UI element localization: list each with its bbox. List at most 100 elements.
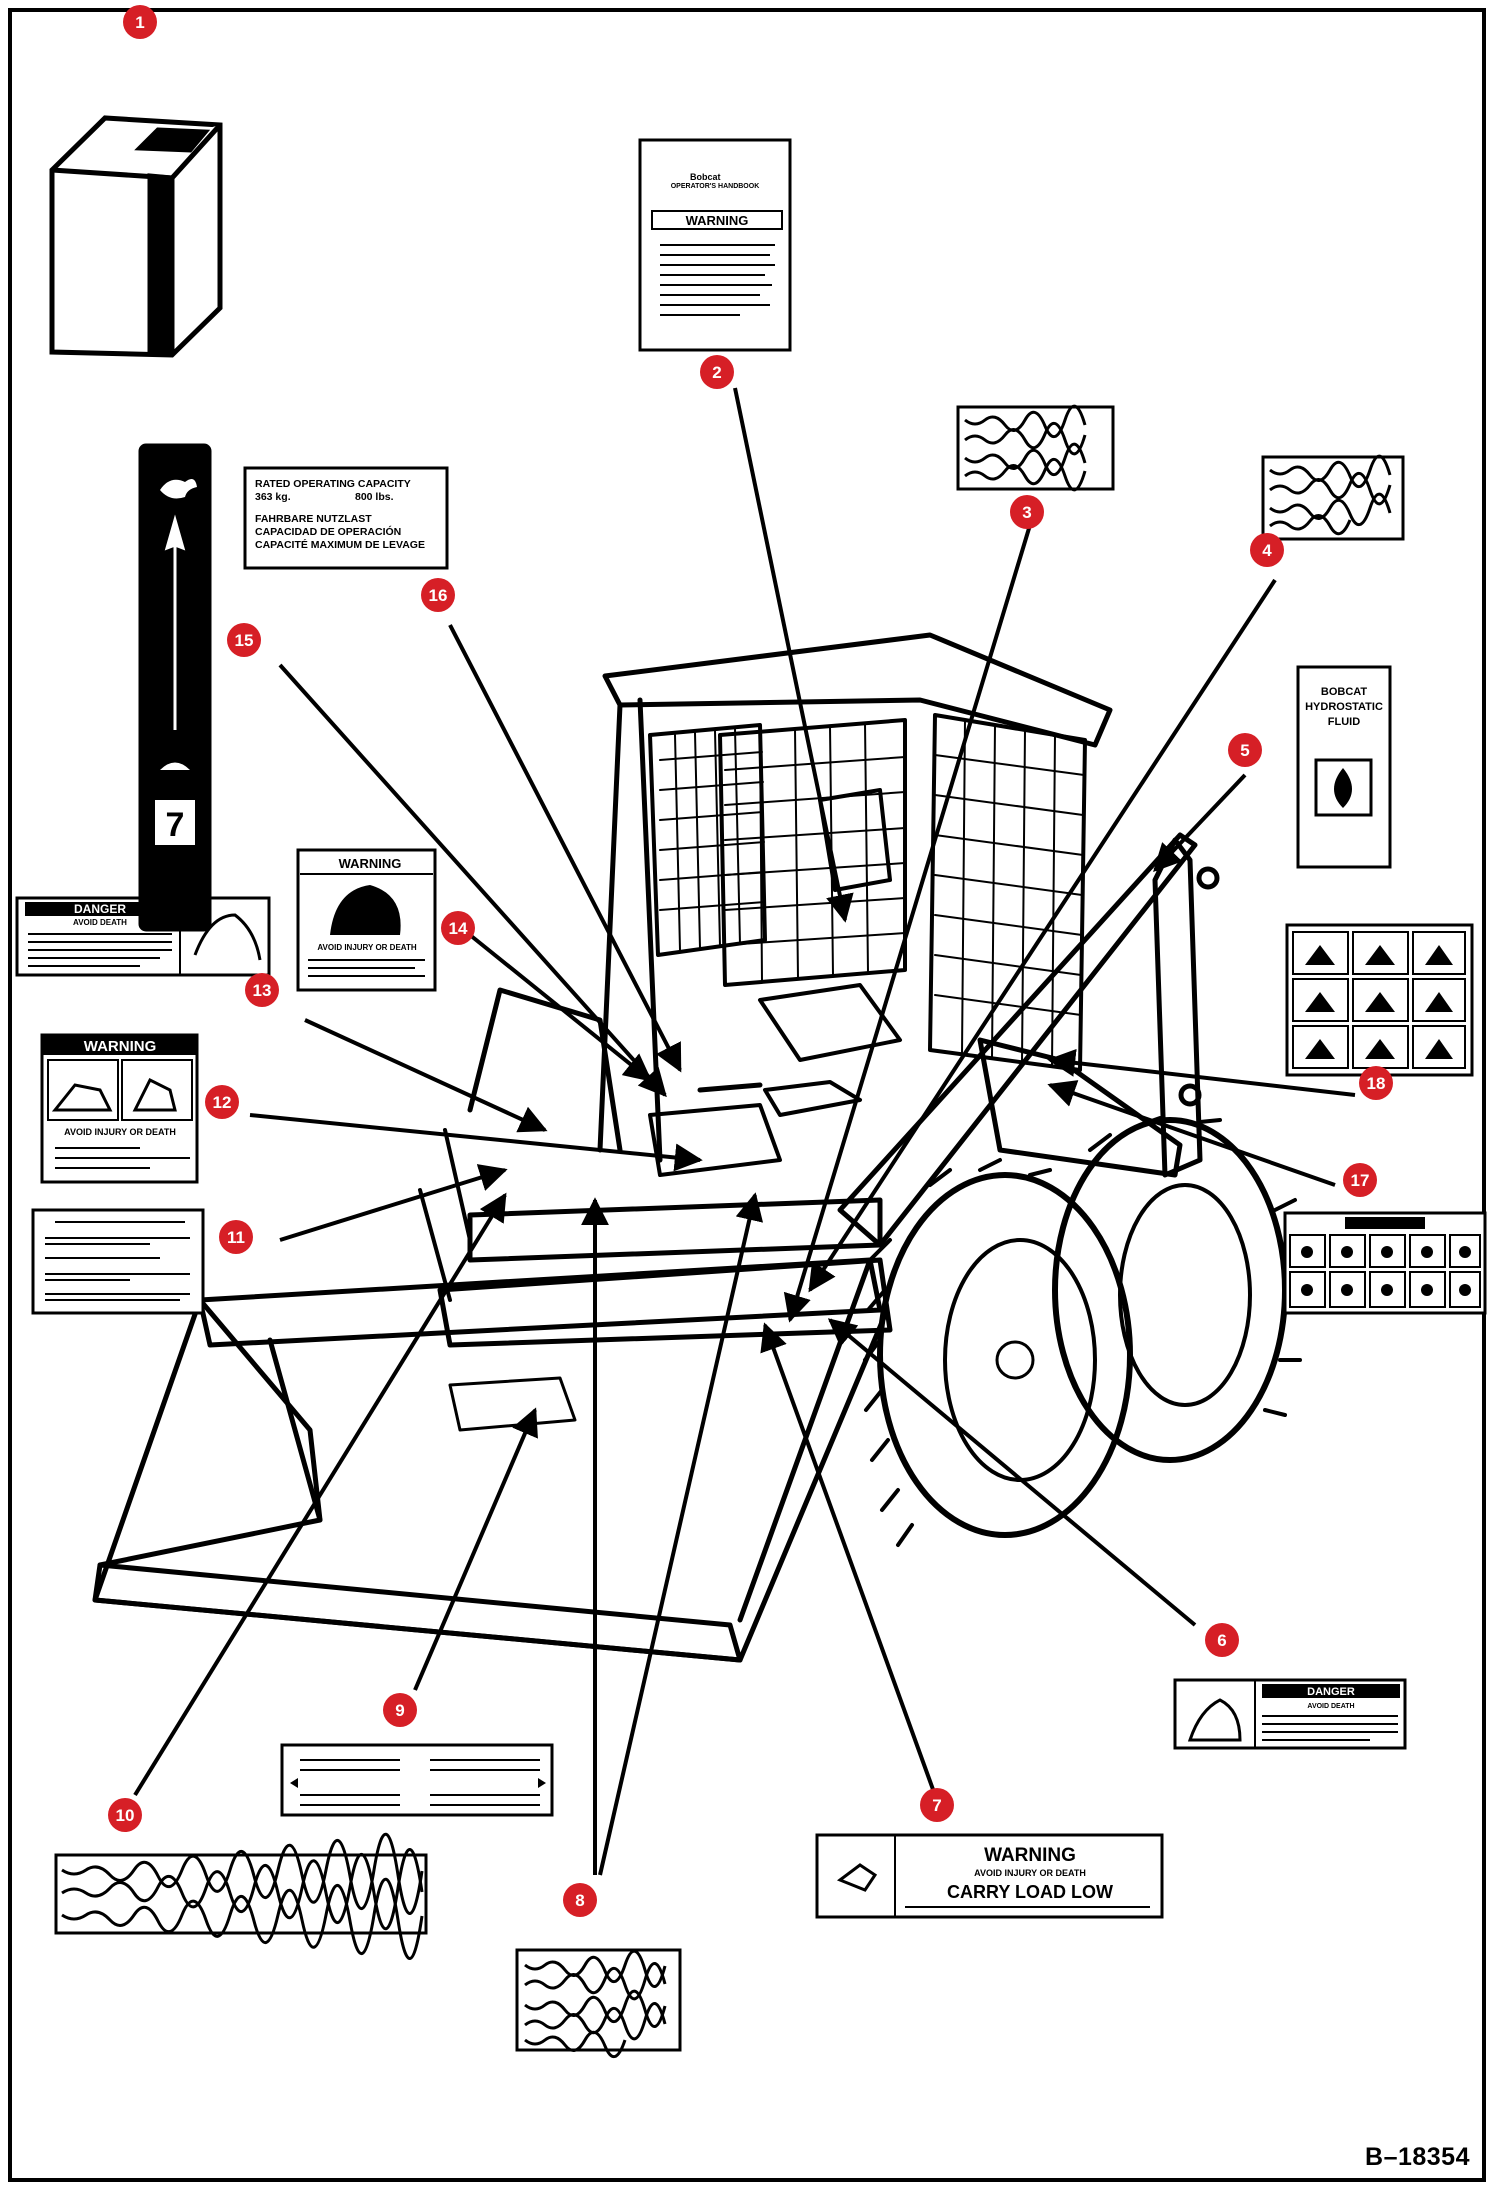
callout-number: 18 bbox=[1367, 1074, 1386, 1093]
callout-14: 14 bbox=[441, 911, 475, 945]
callout-number: 9 bbox=[395, 1701, 404, 1720]
roc-lbs: 800 lbs. bbox=[355, 491, 394, 503]
callout-circle bbox=[700, 355, 734, 389]
manual-brand: Bobcat bbox=[690, 172, 721, 182]
callout-6: 6 bbox=[1205, 1623, 1239, 1657]
callout-1: 1 bbox=[123, 5, 157, 39]
roc-line3: FAHRBARE NUTZLAST bbox=[255, 513, 372, 525]
decal-14-warning: WARNING AVOID INJURY OR DEATH bbox=[296, 848, 437, 992]
decal-11-starting-instructions bbox=[31, 1208, 205, 1315]
warning7-header: WARNING bbox=[984, 1845, 1076, 1866]
callout-5: 5 bbox=[1228, 733, 1262, 767]
decal-7-carry-load-low: WARNING AVOID INJURY OR DEATH CARRY LOAD… bbox=[815, 1833, 1164, 1919]
manual-title: OPERATOR'S HANDBOOK bbox=[671, 183, 760, 190]
warning14-sub: AVOID INJURY OR DEATH bbox=[317, 943, 416, 952]
callout-number: 7 bbox=[932, 1796, 941, 1815]
fluid-drop-icon bbox=[1334, 768, 1352, 808]
person-hazard-icon bbox=[132, 1077, 177, 1112]
hydro-line1: BOBCAT bbox=[1321, 686, 1368, 698]
roc-line4: CAPACIDAD DE OPERACIÓN bbox=[255, 525, 401, 538]
callout-17: 17 bbox=[1343, 1163, 1377, 1197]
callout-number: 6 bbox=[1217, 1631, 1226, 1650]
callout-9: 9 bbox=[383, 1693, 417, 1727]
decal-18-operating-pictograms bbox=[1285, 923, 1474, 1077]
callout-circle bbox=[1359, 1066, 1393, 1100]
speed-decal-number: 7 bbox=[166, 806, 185, 844]
callout-12: 12 bbox=[205, 1085, 239, 1119]
danger13-sub: AVOID DEATH bbox=[73, 918, 127, 927]
warning14-header: WARNING bbox=[339, 856, 402, 871]
warning12-sub: AVOID INJURY OR DEATH bbox=[64, 1127, 176, 1137]
callout-circle bbox=[205, 1085, 239, 1119]
callout-10: 10 bbox=[108, 1798, 142, 1832]
skid-steer-loader-illustration bbox=[92, 632, 1307, 1663]
callout-circle bbox=[1343, 1163, 1377, 1197]
callout-circle bbox=[1205, 1623, 1239, 1657]
callout-number: 2 bbox=[712, 363, 721, 382]
callout-circle bbox=[227, 623, 261, 657]
decal-10-speckled bbox=[54, 1832, 428, 1960]
callout-circle bbox=[563, 1883, 597, 1917]
warning7-sub: AVOID INJURY OR DEATH bbox=[974, 1868, 1086, 1878]
callout-circle bbox=[1250, 533, 1284, 567]
callout-13: 13 bbox=[245, 973, 279, 1007]
tipping-loader-icon bbox=[51, 1083, 113, 1112]
loader-tip-icon bbox=[836, 1863, 878, 1892]
roc-line5: CAPACITÉ MAXIMUM DE LEVAGE bbox=[255, 538, 425, 551]
decal-9-bypass-levers bbox=[280, 1743, 554, 1817]
diagram-frame bbox=[8, 8, 1486, 2182]
decal-4-speckled bbox=[1261, 454, 1405, 541]
decal-17-warning-pictograms bbox=[1283, 1211, 1487, 1315]
callout-number: 4 bbox=[1262, 541, 1272, 560]
decal-5-hydrostatic-fluid: BOBCAT HYDROSTATIC FLUID bbox=[1296, 665, 1392, 869]
roc-line1: RATED OPERATING CAPACITY bbox=[255, 478, 411, 490]
callout-number: 15 bbox=[235, 631, 254, 650]
warning7-main: CARRY LOAD LOW bbox=[947, 1882, 1113, 1902]
hydro-line3: FLUID bbox=[1328, 716, 1360, 728]
callout-number: 12 bbox=[213, 1093, 232, 1112]
crush-hazard-icon bbox=[193, 913, 262, 961]
roc-kg: 363 kg. bbox=[255, 491, 291, 503]
manual-warning-header: WARNING bbox=[686, 213, 749, 228]
rabbit-fast-icon bbox=[160, 478, 197, 499]
decal-12-warning: WARNING AVOID INJURY OR DEATH bbox=[40, 1033, 199, 1184]
danger6-header: DANGER bbox=[1307, 1686, 1355, 1698]
callout-circle bbox=[123, 5, 157, 39]
decal-15-speed-direction: 7 bbox=[138, 443, 212, 932]
callout-circle bbox=[219, 1220, 253, 1254]
callout-circle bbox=[1228, 733, 1262, 767]
decal-1-manual-box bbox=[49, 115, 223, 358]
callout-number: 10 bbox=[116, 1806, 135, 1825]
callout-number: 8 bbox=[575, 1891, 584, 1910]
callout-16: 16 bbox=[421, 578, 455, 612]
callout-circle bbox=[108, 1798, 142, 1832]
callout-number: 1 bbox=[135, 13, 144, 32]
callout-3: 3 bbox=[1010, 495, 1044, 529]
warning12-header: WARNING bbox=[84, 1038, 157, 1055]
danger6-sub: AVOID DEATH bbox=[1307, 1703, 1354, 1710]
callout-circle bbox=[383, 1693, 417, 1727]
decal-2-operators-handbook: Bobcat OPERATOR'S HANDBOOK WARNING bbox=[638, 138, 792, 352]
callout-8: 8 bbox=[563, 1883, 597, 1917]
callout-circle bbox=[920, 1788, 954, 1822]
callout-number: 13 bbox=[253, 981, 272, 1000]
decal-6-danger: DANGER AVOID DEATH bbox=[1173, 1678, 1407, 1750]
callout-number: 3 bbox=[1022, 503, 1031, 522]
callout-circle bbox=[421, 578, 455, 612]
figure-id: B–18354 bbox=[1365, 2143, 1470, 2171]
callout-number: 16 bbox=[429, 586, 448, 605]
callout-7: 7 bbox=[920, 1788, 954, 1822]
callout-11: 11 bbox=[219, 1220, 253, 1254]
danger13-header: DANGER bbox=[74, 902, 126, 916]
callout-circle bbox=[245, 973, 279, 1007]
leader-lines bbox=[133, 387, 1356, 1876]
hydro-line2: HYDROSTATIC bbox=[1305, 701, 1383, 713]
decal-16-rated-operating-capacity: RATED OPERATING CAPACITY 363 kg. 800 lbs… bbox=[243, 466, 449, 570]
callout-circle bbox=[1010, 495, 1044, 529]
operator-entrapment-icon bbox=[330, 885, 401, 935]
decal-3-speckled bbox=[956, 404, 1115, 492]
turtle-slow-icon bbox=[160, 762, 190, 770]
callout-number: 5 bbox=[1240, 741, 1249, 760]
